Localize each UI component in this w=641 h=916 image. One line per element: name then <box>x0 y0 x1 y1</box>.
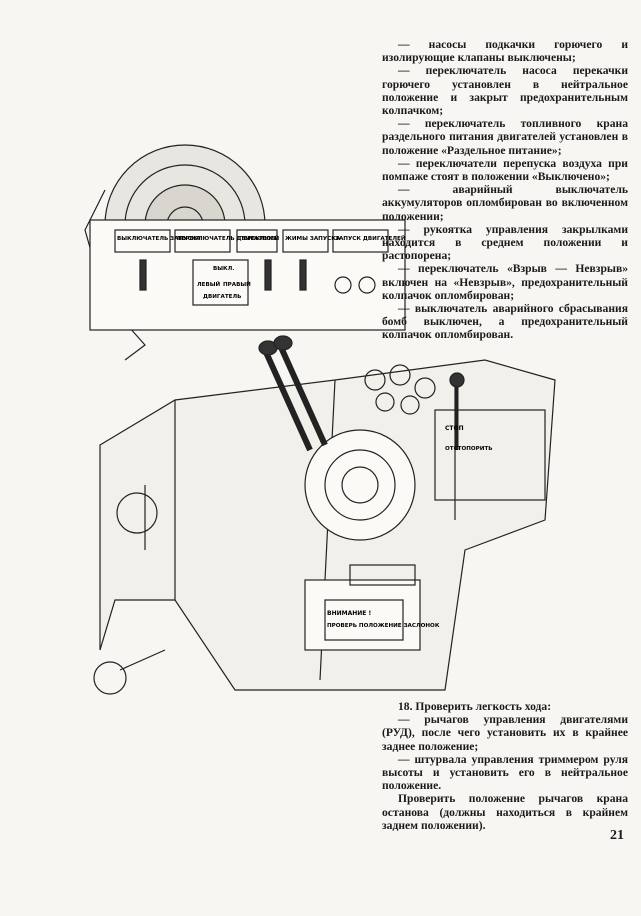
list-item: — штурвала управления триммером руля выс… <box>382 752 628 793</box>
warning-plate-title: ВНИМАНИЕ ! <box>327 610 371 617</box>
panel-center-label: ВЫКЛ. <box>213 266 234 272</box>
list-item: — насосы подкачки горючего и изолирующие… <box>382 38 628 65</box>
switch-panel <box>89 219 406 331</box>
panel-label: ВЫКЛЮЧАТЕЛЬ ЗАПУСКА <box>117 236 201 242</box>
panel-center-label: ПРАВЫЙ <box>223 280 251 288</box>
panel-label: ПЕРЕКЛЮЧ. <box>239 236 278 242</box>
list-item: — аварийный выключатель аккумуляторов оп… <box>382 183 628 223</box>
list-item: — переключатель топливного крана раздель… <box>382 117 628 157</box>
list-item: — переключатель «Взрыв — Невзрыв» включе… <box>382 262 628 302</box>
top-text-column: — насосы подкачки горючего и изолирующие… <box>382 38 628 342</box>
throttle-label: ОТСТОПОРИТЬ <box>445 446 493 452</box>
panel-label: ПЕРЕКЛЮЧАТЕЛЬ ДВИГАТЕЛЕЙ <box>177 234 279 242</box>
list-item: — выключатель аварийного сбрасывания бом… <box>382 302 628 342</box>
panel-center-label: ДВИГАТЕЛЬ <box>203 294 241 300</box>
list-item: — рычагов управления двигателями (РУД), … <box>382 713 628 753</box>
section-heading: 18. Проверить легкость хода: <box>398 700 552 713</box>
panel-center-label: ЛЕВЫЙ <box>197 280 221 288</box>
list-item: — переключатели перепуска воздуха при по… <box>382 156 628 184</box>
panel-label: ЗАПУСК ДВИГАТЕЛЕЙ <box>335 234 406 242</box>
console-body <box>93 335 556 695</box>
list-item: — переключатель насоса перекачки горючег… <box>382 64 628 118</box>
cockpit-console-illustration: ВЫКЛЮЧАТЕЛЬ ЗАПУСКА ПЕРЕКЛЮЧАТЕЛЬ ДВИГАТ… <box>84 144 556 695</box>
bottom-text-column: 18. Проверить легкость хода: — рычагов у… <box>382 700 628 832</box>
panel-label: ЖИМЫ ЗАПУСКА <box>285 236 341 242</box>
stop-label: СТОП <box>445 425 464 432</box>
list-item: — рукоятка управления закрылками находит… <box>382 222 628 263</box>
panel-labels: ВЫКЛЮЧАТЕЛЬ ЗАПУСКА ПЕРЕКЛЮЧАТЕЛЬ ДВИГАТ… <box>117 234 493 629</box>
warning-plate-subtitle: ПРОВЕРЬ ПОЛОЖЕНИЕ ЗАСЛОНОК <box>327 623 440 629</box>
page-number: 21 <box>610 828 624 843</box>
paragraph: Проверить положение рычагов крана остано… <box>382 792 628 832</box>
